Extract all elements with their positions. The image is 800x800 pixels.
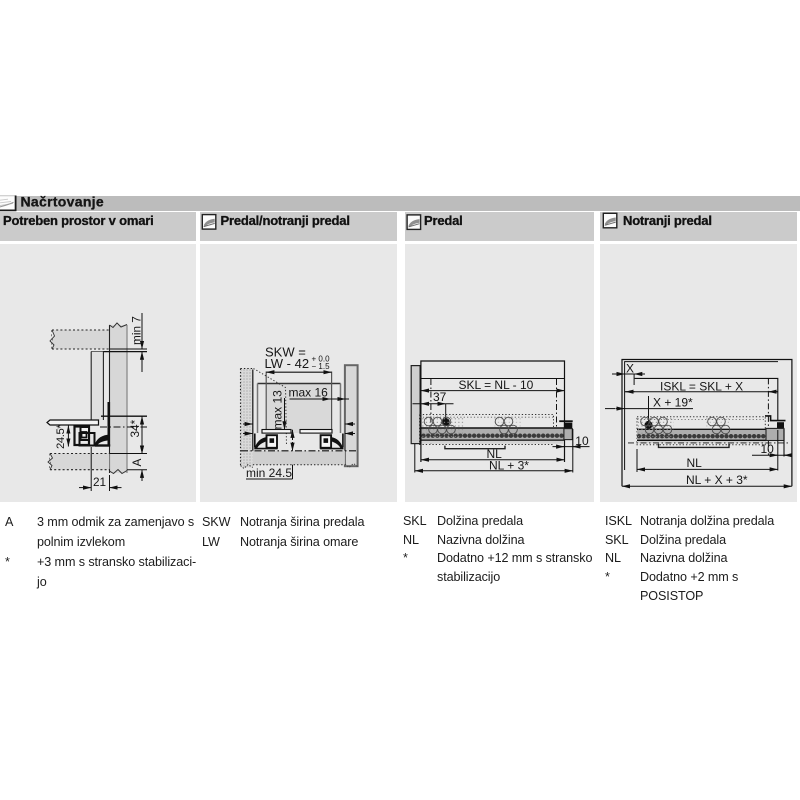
- svg-text:max 13: max 13: [271, 390, 285, 430]
- svg-text:NL + 3*: NL + 3*: [489, 458, 529, 472]
- svg-text:A: A: [130, 459, 144, 467]
- svg-text:max 16: max 16: [289, 385, 329, 399]
- svg-text:NL: NL: [687, 456, 703, 470]
- svg-text:21: 21: [93, 475, 106, 489]
- svg-text:NL: NL: [486, 447, 502, 461]
- svg-text:min 24.5: min 24.5: [246, 466, 292, 480]
- svg-text:X + 19*: X + 19*: [653, 396, 693, 410]
- svg-text:ISKL = SKL + X: ISKL = SKL + X: [660, 380, 743, 394]
- svg-text:24.5*: 24.5*: [55, 424, 67, 449]
- svg-text:34*: 34*: [128, 419, 142, 437]
- svg-text:10: 10: [575, 434, 589, 448]
- svg-text:X: X: [626, 361, 634, 375]
- svg-text:min 7: min 7: [130, 316, 144, 345]
- svg-text:10: 10: [761, 442, 775, 456]
- svg-text:37: 37: [433, 390, 447, 404]
- svg-text:NL + X + 3*: NL + X + 3*: [686, 473, 748, 487]
- svg-text:Načrtovanje: Načrtovanje: [21, 194, 104, 210]
- svg-text:SKL = NL - 10: SKL = NL - 10: [458, 378, 533, 392]
- svg-text:SKW =: SKW =: [265, 345, 306, 360]
- svg-text:− 1.5: − 1.5: [312, 362, 331, 371]
- svg-text:LW - 42: LW - 42: [265, 356, 310, 371]
- svg-text:+ 0.0: + 0.0: [312, 355, 331, 364]
